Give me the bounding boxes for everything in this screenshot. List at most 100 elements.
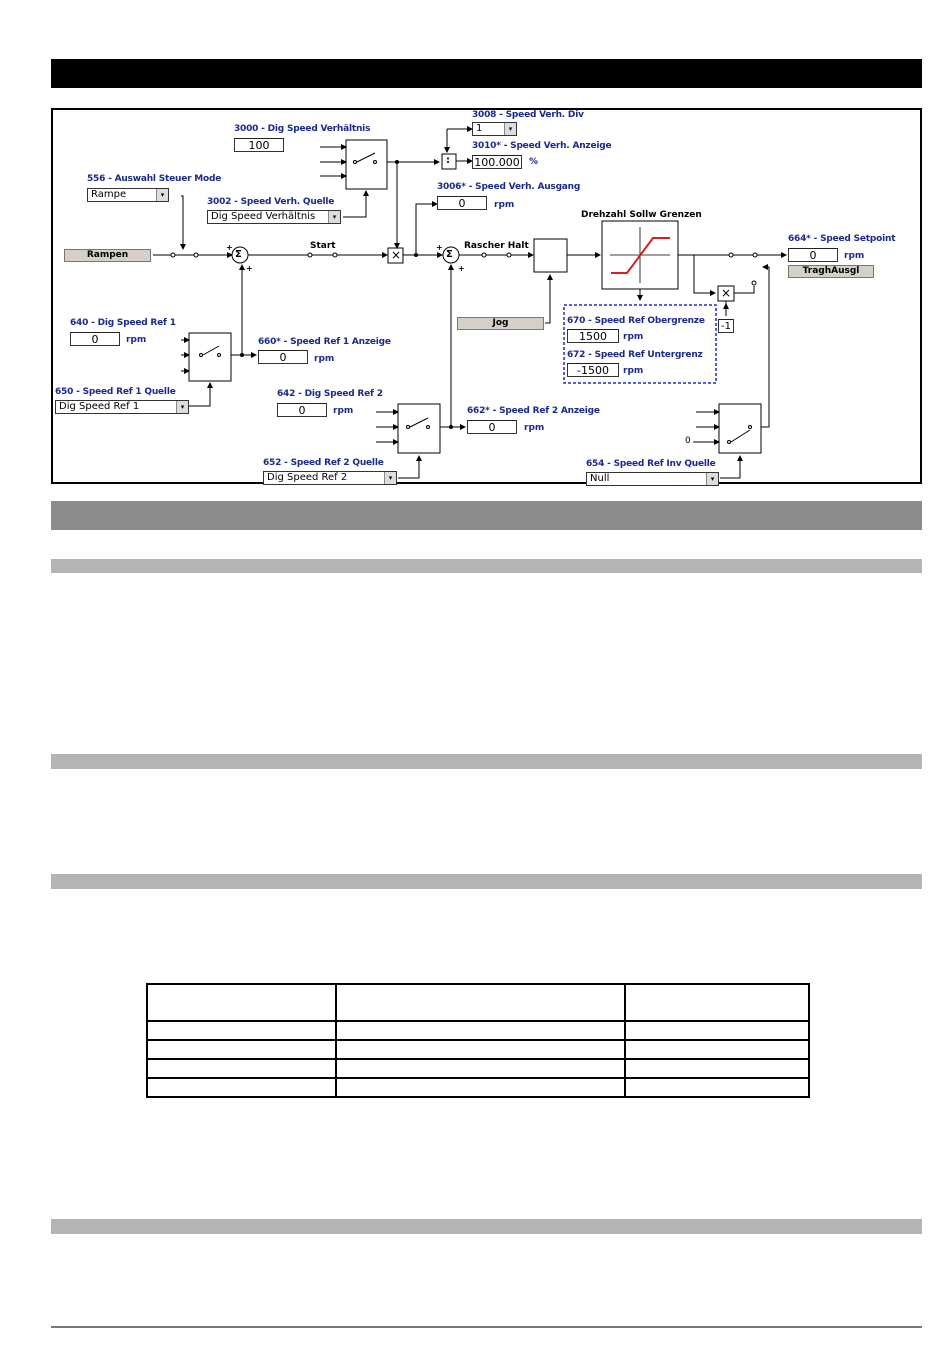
minus-one-constant: -1 bbox=[718, 319, 734, 333]
limit-curve bbox=[610, 227, 670, 283]
table-cell bbox=[624, 1077, 810, 1098]
p660-value: 0 bbox=[258, 350, 308, 364]
table-row bbox=[146, 1020, 810, 1041]
speed-reference-block-diagram: Σ Σ : × × + + + + 3000 - Dig Speed Verhä… bbox=[51, 108, 922, 486]
p654-label: 654 - Speed Ref Inv Quelle bbox=[586, 459, 716, 469]
tragh-ausgl-button[interactable]: TraghAusgl bbox=[788, 265, 874, 278]
sum-symbol-2: Σ bbox=[446, 249, 453, 260]
p642-value[interactable]: 0 bbox=[277, 403, 327, 417]
p662-value: 0 bbox=[467, 420, 517, 434]
plus-sign: + bbox=[246, 264, 253, 273]
multiply-symbol-1: × bbox=[391, 248, 402, 262]
rascher-halt-label: Rascher Halt bbox=[464, 241, 529, 251]
p3008-value: 1 bbox=[476, 123, 483, 134]
p652-value: Dig Speed Ref 2 bbox=[267, 472, 348, 483]
p662-unit: rpm bbox=[524, 423, 545, 433]
p3002-select[interactable]: Dig Speed Verhältnis ▾ bbox=[207, 210, 341, 224]
p3010-value: 100.000 bbox=[472, 155, 522, 169]
table-cell bbox=[146, 1039, 337, 1060]
table-cell bbox=[146, 1077, 337, 1098]
p556-label: 556 - Auswahl Steuer Mode bbox=[87, 174, 222, 184]
plus-sign: + bbox=[458, 264, 465, 273]
chevron-down-icon[interactable]: ▾ bbox=[706, 473, 718, 485]
footer-divider bbox=[51, 1326, 922, 1328]
p3006-unit: rpm bbox=[494, 200, 515, 210]
plus-sign: + bbox=[226, 243, 233, 252]
p650-select[interactable]: Dig Speed Ref 1 ▾ bbox=[55, 400, 189, 414]
p670-value[interactable]: 1500 bbox=[567, 329, 619, 343]
start-label: Start bbox=[310, 241, 336, 251]
p662-label: 662* - Speed Ref 2 Anzeige bbox=[467, 406, 600, 416]
p652-select[interactable]: Dig Speed Ref 2 ▾ bbox=[263, 471, 397, 485]
sum-symbol-1: Σ bbox=[235, 249, 242, 260]
table-cell bbox=[335, 1020, 626, 1041]
chevron-down-icon[interactable]: ▾ bbox=[176, 401, 188, 413]
table-row bbox=[146, 1058, 810, 1079]
p3008-select[interactable]: 1▾ bbox=[472, 122, 517, 136]
subsection-bar bbox=[51, 559, 922, 573]
plus-sign: + bbox=[436, 243, 443, 252]
p670-unit: rpm bbox=[623, 332, 644, 342]
p672-label: 672 - Speed Ref Untergrenz bbox=[567, 350, 703, 360]
p3002-label: 3002 - Speed Verh. Quelle bbox=[207, 197, 335, 207]
p3000-label: 3000 - Dig Speed Verhältnis bbox=[234, 124, 371, 134]
drehzahl-label: Drehzahl Sollw Grenzen bbox=[581, 210, 702, 220]
p642-unit: rpm bbox=[333, 406, 354, 416]
p660-label: 660* - Speed Ref 1 Anzeige bbox=[258, 337, 391, 347]
p654-value: Null bbox=[590, 473, 610, 484]
chevron-down-icon[interactable]: ▾ bbox=[328, 211, 340, 223]
p3000-value[interactable]: 100 bbox=[234, 138, 284, 152]
table-cell bbox=[146, 1020, 337, 1041]
p664-label: 664* - Speed Setpoint bbox=[788, 234, 896, 244]
parameter-table bbox=[146, 983, 810, 1098]
subsection-bar bbox=[51, 874, 922, 889]
p640-unit: rpm bbox=[126, 335, 147, 345]
table-cell bbox=[335, 1058, 626, 1079]
p672-unit: rpm bbox=[623, 366, 644, 376]
p654-select[interactable]: Null ▾ bbox=[586, 472, 719, 486]
p3006-value: 0 bbox=[437, 196, 487, 210]
p672-value[interactable]: -1500 bbox=[567, 363, 619, 377]
chevron-down-icon[interactable]: ▾ bbox=[504, 123, 516, 135]
table-cell bbox=[335, 983, 626, 1022]
p660-unit: rpm bbox=[314, 354, 335, 364]
p640-value[interactable]: 0 bbox=[70, 332, 120, 346]
p3006-label: 3006* - Speed Verh. Ausgang bbox=[437, 182, 581, 192]
jog-button[interactable]: Jog bbox=[457, 317, 544, 330]
table-cell bbox=[624, 1039, 810, 1060]
limit-settings-box bbox=[563, 304, 717, 384]
table-cell bbox=[335, 1039, 626, 1060]
diagram-wires bbox=[153, 126, 787, 479]
table-row bbox=[146, 1039, 810, 1060]
chevron-down-icon[interactable]: ▾ bbox=[156, 189, 168, 201]
p664-value: 0 bbox=[788, 248, 838, 262]
p640-label: 640 - Dig Speed Ref 1 bbox=[70, 318, 176, 328]
table-cell bbox=[146, 1058, 337, 1079]
divide-symbol: : bbox=[446, 155, 450, 166]
multiply-symbol-2: × bbox=[721, 286, 732, 300]
table-header-row bbox=[146, 983, 810, 1022]
subsection-bar bbox=[51, 754, 922, 769]
section-header-bar bbox=[51, 501, 922, 530]
p3008-label: 3008 - Speed Verh. Div bbox=[472, 110, 584, 120]
p3010-unit: % bbox=[529, 157, 539, 167]
p556-select[interactable]: Rampe▾ bbox=[87, 188, 169, 202]
rampen-button[interactable]: Rampen bbox=[64, 249, 151, 262]
table-cell bbox=[146, 983, 337, 1022]
p642-label: 642 - Dig Speed Ref 2 bbox=[277, 389, 383, 399]
chevron-down-icon[interactable]: ▾ bbox=[384, 472, 396, 484]
p3002-value: Dig Speed Verhältnis bbox=[211, 211, 316, 222]
table-row bbox=[146, 1077, 810, 1098]
header-bar bbox=[51, 59, 922, 88]
null-input-label: 0 bbox=[685, 436, 691, 446]
p650-label: 650 - Speed Ref 1 Quelle bbox=[55, 387, 176, 397]
p650-value: Dig Speed Ref 1 bbox=[59, 401, 140, 412]
p652-label: 652 - Speed Ref 2 Quelle bbox=[263, 458, 384, 468]
subsection-bar bbox=[51, 1219, 922, 1234]
p664-unit: rpm bbox=[844, 251, 865, 261]
table-cell bbox=[624, 1020, 810, 1041]
table-cell bbox=[624, 983, 810, 1022]
table-cell bbox=[335, 1077, 626, 1098]
table-cell bbox=[624, 1058, 810, 1079]
p3010-label: 3010* - Speed Verh. Anzeige bbox=[472, 141, 612, 151]
